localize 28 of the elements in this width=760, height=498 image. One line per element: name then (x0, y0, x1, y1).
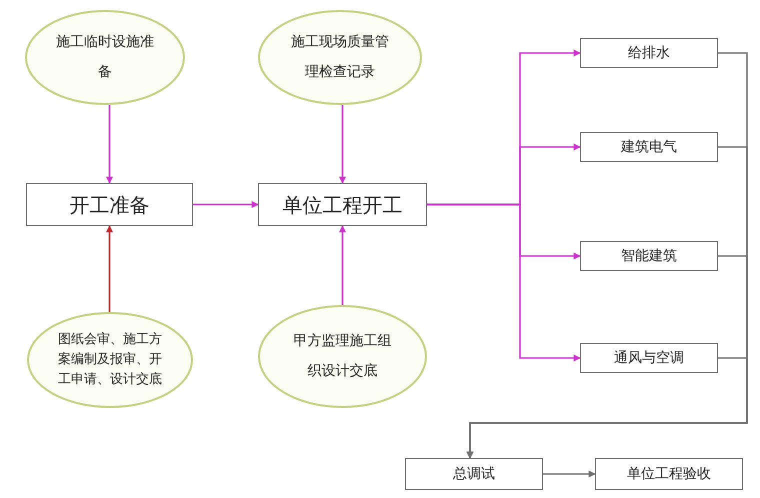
node-text: 甲方监理施工组织设计交底 (292, 332, 392, 380)
process-box (580, 132, 718, 162)
node-text: 施工临时设施准备 (55, 33, 155, 82)
arrow (106, 105, 113, 184)
process-box (405, 458, 543, 490)
node-text: 图纸会审、施工方案编制及报审、开工申请、设计交底 (57, 330, 163, 390)
process-box (258, 183, 427, 226)
node-text: 智能建筑 (620, 248, 678, 264)
node-text: 单位工程验收 (626, 466, 712, 482)
process-box (595, 458, 743, 490)
node-text: 给排水 (627, 44, 671, 62)
node-text: 单位工程开工 (282, 192, 404, 216)
node-text: 施工现场质量管理检查记录 (290, 33, 390, 82)
arrow (339, 105, 346, 184)
process-box (580, 343, 718, 373)
node-text: 总调试 (452, 466, 496, 482)
process-box (26, 183, 193, 226)
node-text: 通风与空调 (613, 350, 685, 366)
process-box (580, 38, 718, 68)
arrow (543, 470, 596, 478)
arrow (427, 204, 581, 362)
arrow (193, 201, 259, 208)
process-box (580, 241, 718, 271)
arrow (106, 225, 113, 312)
node-text: 建筑电气 (620, 138, 678, 156)
arrow (466, 357, 748, 459)
arrow (339, 225, 346, 305)
node-text: 开工准备 (68, 192, 150, 216)
